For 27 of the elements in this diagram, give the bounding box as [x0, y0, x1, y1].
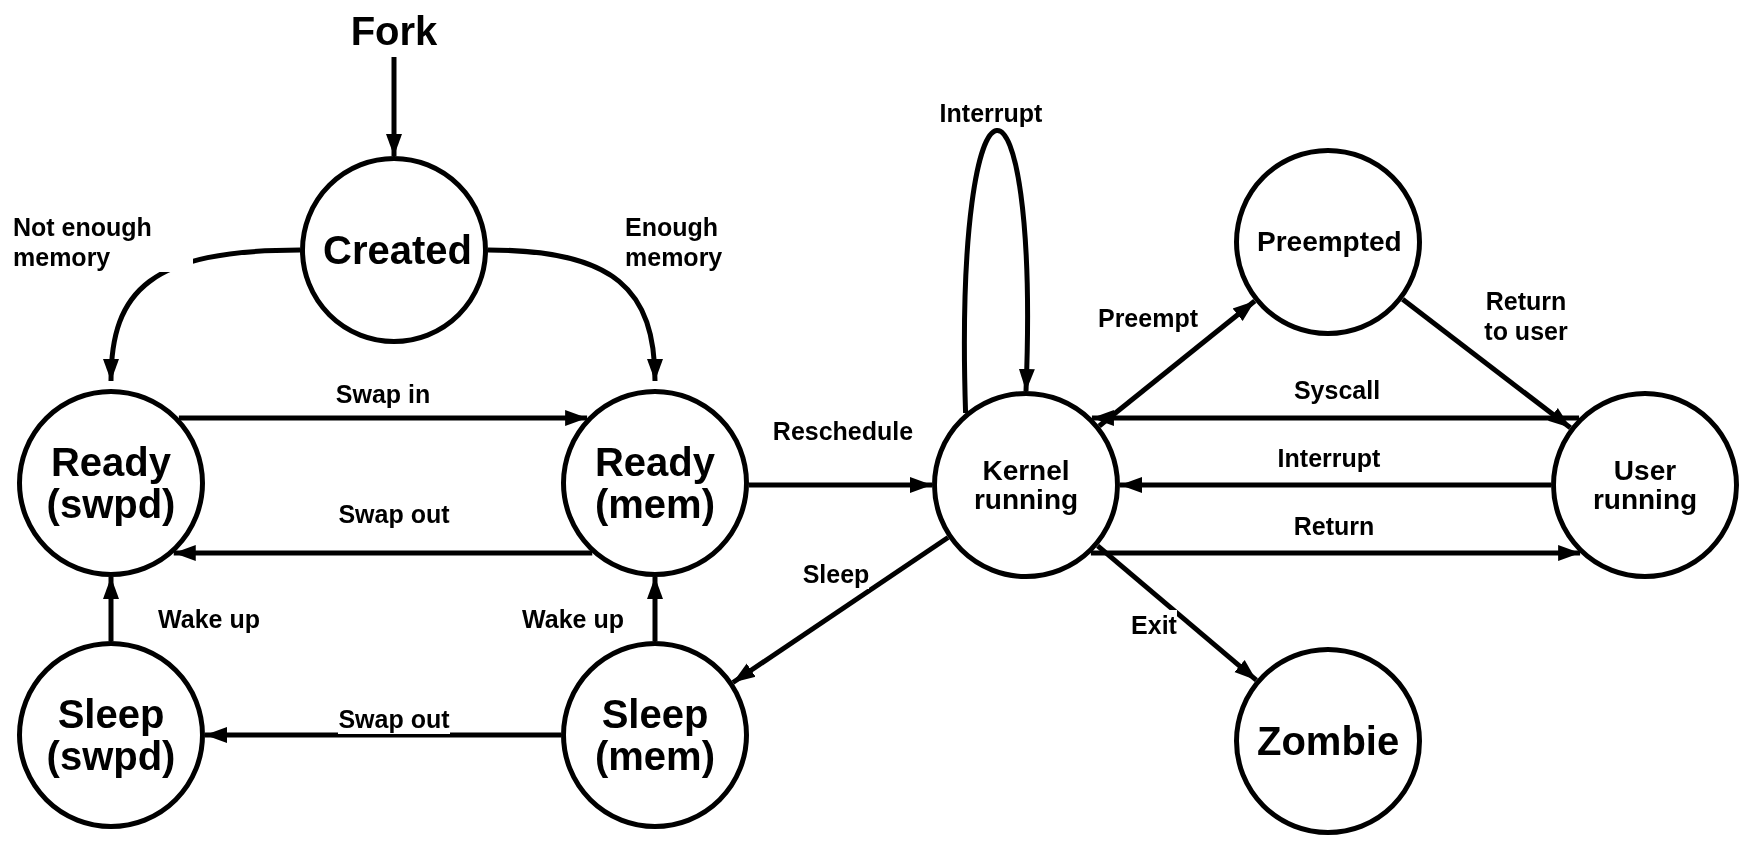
- arrow: [1097, 299, 1257, 428]
- arrow: [749, 477, 932, 493]
- arrow: [1096, 543, 1258, 683]
- arrow: [1401, 297, 1572, 430]
- state-name: Kernel running: [972, 455, 1080, 515]
- arrow: [173, 545, 593, 561]
- arrow: [1090, 545, 1581, 561]
- arrow: [962, 129, 1035, 413]
- arrow: [103, 247, 301, 382]
- arrow: [1091, 410, 1580, 426]
- state-name: Ready (swpd): [45, 441, 177, 525]
- state-name: Ready (mem): [593, 441, 717, 525]
- arrow: [386, 57, 402, 156]
- state-name: Preempted: [1256, 227, 1403, 257]
- state-name: Fork: [349, 10, 439, 52]
- state-name: Created: [322, 229, 469, 271]
- state-name: Sleep (swpd): [45, 693, 177, 777]
- arrow: [1120, 477, 1551, 493]
- state-name: User running: [1591, 455, 1699, 515]
- arrow: [731, 535, 950, 685]
- arrow: [103, 577, 119, 641]
- arrow: [178, 410, 588, 426]
- state-name: Zombie: [1256, 720, 1401, 762]
- arrow: [487, 247, 663, 382]
- state-name: Sleep (mem): [594, 693, 716, 777]
- arrow: [205, 727, 561, 743]
- arrow: [647, 577, 663, 641]
